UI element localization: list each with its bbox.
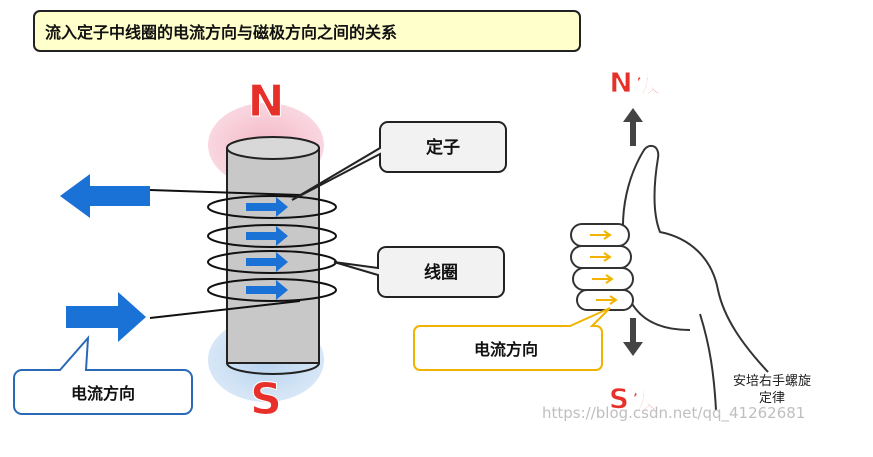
stator-cylinder (226, 147, 320, 364)
finger-current-label: 电流方向 (474, 340, 538, 359)
current-in-arrow (66, 292, 146, 342)
stator-diagram: N S 定子 线圈 电流方向 (13, 76, 507, 426)
stator-bottom (226, 362, 320, 375)
finger-current-callout (413, 307, 611, 371)
south-pole-label: S极 (609, 382, 657, 415)
up-arrow (623, 108, 643, 146)
rule-caption-line2: 定律 (759, 391, 785, 406)
coil-callout (333, 246, 505, 298)
coil-current-arrows (246, 197, 288, 300)
stator-callout (291, 121, 507, 201)
finger-current-arrows (590, 230, 618, 305)
rule-caption-line1: 安培右手螺旋 (733, 373, 811, 389)
coil-callout-label: 线圈 (424, 262, 458, 283)
north-pole-label: N极 (609, 66, 660, 99)
stator-callout-label: 定子 (426, 137, 460, 158)
stator-top (226, 136, 320, 160)
current-callout-label: 电流方向 (71, 384, 135, 403)
current-callout (13, 335, 193, 415)
south-pole-letter: S (250, 374, 282, 425)
title-banner: 流入定子中线圈的电流方向与磁极方向之间的关系 (33, 10, 581, 52)
hand-outline (570, 144, 769, 411)
coil-windings (149, 189, 337, 319)
title-text: 流入定子中线圈的电流方向与磁极方向之间的关系 (45, 23, 398, 42)
watermark-text: https://blog.csdn.net/qq_41262681 (542, 404, 805, 423)
current-out-arrow (60, 174, 150, 218)
right-hand-rule: N极 S极 电流方向 安培右手螺旋 定律 (413, 66, 811, 416)
down-arrow (623, 318, 643, 356)
north-pole-letter: N (248, 76, 285, 127)
